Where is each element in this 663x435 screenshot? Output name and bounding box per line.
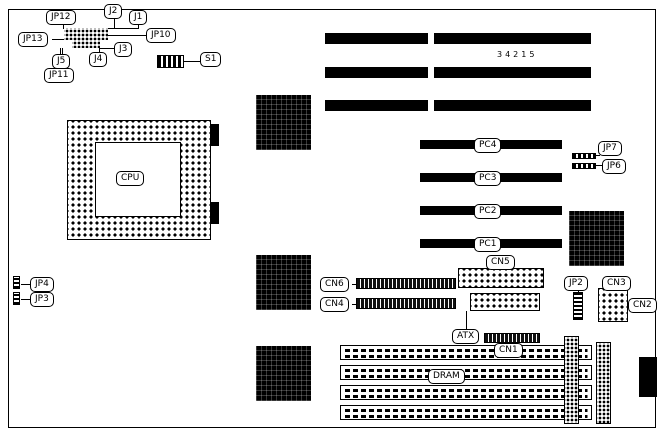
callout-j4: J4 [89, 52, 108, 67]
callout-jp11: JP11 [44, 68, 74, 83]
callout-cn6: CN6 [320, 277, 349, 292]
leader-line [63, 24, 64, 29]
callout-jp6: JP6 [602, 159, 626, 174]
callout-s1: S1 [200, 52, 222, 67]
board-code: 34215 [497, 50, 538, 59]
socket-tab-top [211, 124, 219, 146]
callout-pc4: PC4 [474, 138, 502, 153]
power-header-left [564, 336, 579, 424]
board-outline [8, 9, 656, 428]
chip-top [256, 95, 311, 150]
isa-slot-2-right [434, 67, 591, 78]
callout-jp4: JP4 [30, 277, 54, 292]
leader-line [352, 284, 356, 285]
leader-line [108, 35, 146, 36]
chip-right [569, 211, 624, 266]
leader-line [138, 23, 139, 29]
leader-line [594, 155, 600, 156]
callout-dram: DRAM [428, 369, 465, 384]
cn6-connector [356, 278, 456, 289]
callout-cpu: CPU [116, 171, 145, 186]
cn5-header [458, 268, 544, 288]
power-header-right [596, 342, 611, 424]
cn3-cn2-connector [598, 288, 628, 322]
callout-cn3: CN3 [602, 276, 631, 291]
cn1-connector [484, 333, 540, 343]
callout-cn5: CN5 [486, 255, 515, 270]
cpu-socket [67, 120, 211, 240]
leader-line [62, 48, 63, 54]
keyboard-port [639, 357, 657, 397]
isa-slot-1-left [325, 33, 428, 44]
callout-jp10: JP10 [146, 28, 176, 43]
simm-slot-4 [340, 405, 592, 420]
callout-jp3: JP3 [30, 292, 54, 307]
callout-j2: J2 [104, 4, 123, 19]
leader-line [100, 48, 114, 49]
isa-slot-3-left [325, 100, 428, 111]
leader-line [114, 17, 115, 28]
leader-line [596, 165, 603, 166]
chip-middle [256, 255, 311, 310]
callout-cn1: CN1 [494, 343, 523, 358]
callout-cn4: CN4 [320, 297, 349, 312]
leader-line [52, 39, 64, 40]
leader-line [21, 284, 32, 285]
jp4-jumper [13, 276, 20, 289]
jp3-jumper [13, 292, 20, 305]
jumper-block-bottom [72, 40, 100, 48]
leader-line [578, 290, 579, 293]
simm-slot-3 [340, 385, 592, 400]
isa-slot-2-left [325, 67, 428, 78]
simm-slot-2 [340, 365, 592, 380]
leader-line [466, 311, 467, 330]
jp7-header [572, 153, 596, 159]
callout-pc2: PC2 [474, 204, 502, 219]
leader-line [21, 299, 32, 300]
leader-line [108, 28, 139, 29]
callout-jp13: JP13 [18, 32, 48, 47]
callout-jp12: JP12 [46, 10, 76, 25]
atx-power-header [470, 293, 540, 311]
callout-pc3: PC3 [474, 171, 502, 186]
callout-jp2: JP2 [564, 276, 588, 291]
callout-j1: J1 [129, 10, 148, 25]
callout-atx: ATX [452, 329, 480, 344]
jp6-header [572, 163, 596, 169]
cn4-connector [356, 298, 456, 309]
jumper-block-top [64, 28, 108, 40]
leader-line [99, 48, 100, 53]
jp2-jumper [573, 292, 583, 320]
callout-cn2: CN2 [628, 298, 657, 313]
leader-line [352, 304, 356, 305]
isa-slot-3-right [434, 100, 591, 111]
callout-pc1: PC1 [474, 237, 502, 252]
callout-j3: J3 [114, 42, 133, 57]
socket-tab-bottom [211, 202, 219, 224]
leader-line [184, 61, 200, 62]
chip-bottom [256, 346, 311, 401]
simm-slot-1 [340, 345, 592, 360]
callout-jp7: JP7 [598, 141, 622, 156]
callout-j5: J5 [52, 54, 71, 69]
isa-slot-1-right [434, 33, 591, 44]
dip-switch-s1 [157, 55, 184, 68]
